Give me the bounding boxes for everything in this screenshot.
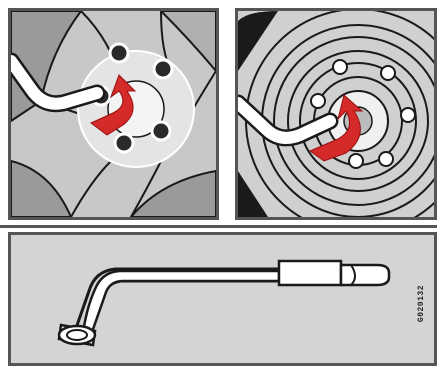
alloy-wheel-panel	[8, 8, 219, 220]
wheel-wrench-illustration	[11, 235, 434, 363]
panel-divider	[0, 225, 437, 228]
steel-wheel-panel	[235, 8, 437, 220]
steel-wheel-illustration	[238, 11, 434, 217]
alloy-wheel-illustration	[11, 11, 216, 217]
reference-code: G020132	[417, 285, 426, 322]
socket-end	[59, 325, 95, 345]
wrench-tool-panel: G020132	[8, 232, 437, 366]
